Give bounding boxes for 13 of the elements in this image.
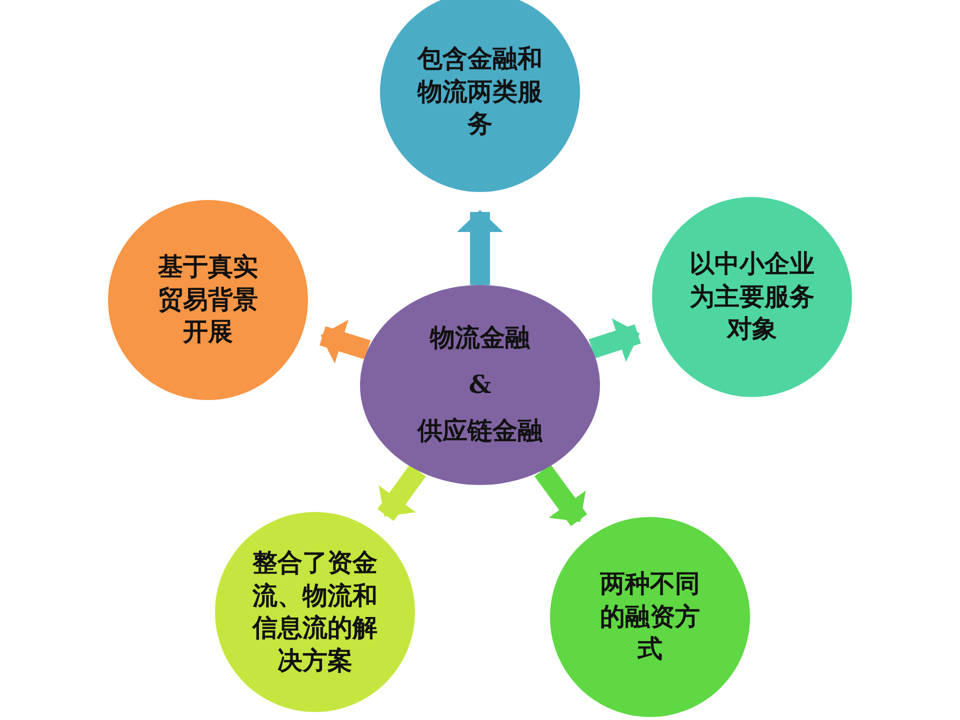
- block-arrow: [534, 464, 588, 526]
- node-text: 两种不同的融资方式: [599, 568, 701, 666]
- node-text: 包含金融和物流两类服务: [416, 43, 544, 140]
- node-text: 整合了资金流、物流和信息流的解决方案: [250, 547, 378, 676]
- node-text: 以中小企业为主要服务对象: [688, 248, 816, 346]
- node-text: 基于真实贸易背景开展: [157, 251, 259, 348]
- block-arrow: [320, 320, 371, 364]
- block-arrow: [588, 318, 641, 362]
- node-text: 物流金融: [430, 322, 530, 354]
- node-text: &: [468, 368, 492, 401]
- node-text: 供应链金融: [418, 415, 542, 448]
- block-arrow: [377, 464, 426, 521]
- block-arrow: [457, 210, 503, 285]
